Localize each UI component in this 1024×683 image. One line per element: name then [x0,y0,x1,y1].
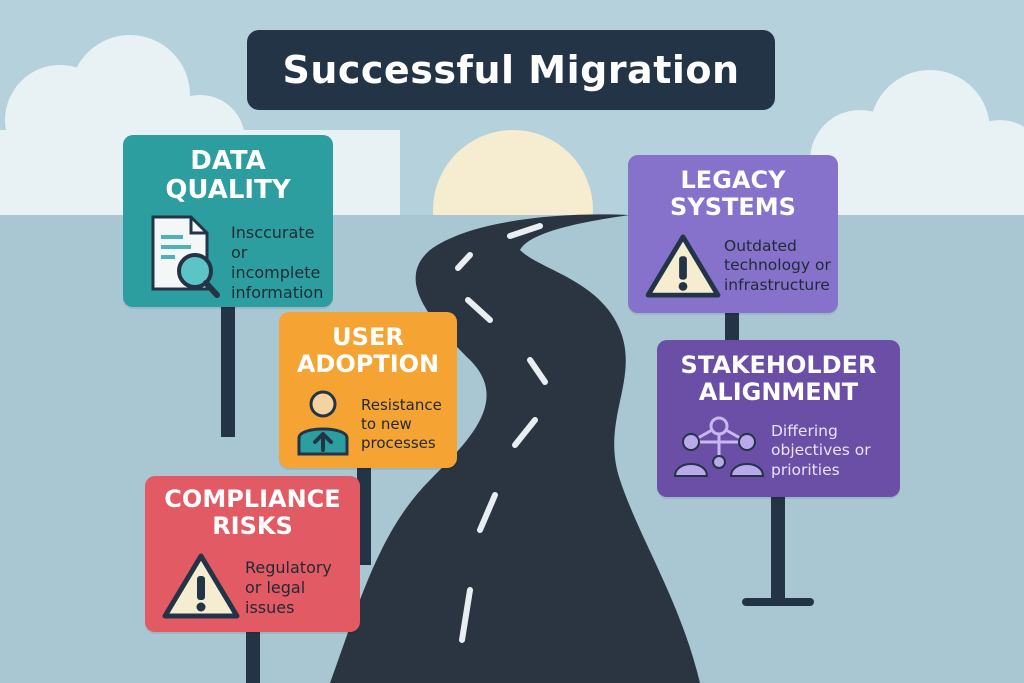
sign-heading: DATA QUALITY [123,146,333,206]
sign-legacy-systems: LEGACY SYSTEMS Outdated technology or in… [628,155,838,313]
heading-line: RISKS [212,511,293,540]
heading-line: STAKEHOLDER [680,351,877,379]
sign-heading: COMPLIANCE RISKS [145,486,360,540]
post-base-stakeholder [742,598,814,606]
post-legacy-systems [725,310,739,340]
heading-line: SYSTEMS [670,192,796,221]
post-data-quality [221,305,235,437]
page-title: Successful Migration [247,30,775,110]
desc-line: Outdated [724,237,797,255]
post-stakeholder-alignment [771,495,785,603]
desc-line: priorities [771,460,840,479]
road [330,214,700,683]
desc-line: Resistance [361,396,442,414]
desc-line: issues [245,598,295,617]
desc-line: processes [361,433,436,452]
sign-description: Outdated technology or infrastructure [724,237,831,295]
sign-heading: LEGACY SYSTEMS [628,167,838,221]
desc-line: to new [361,414,412,433]
post-user-adoption [357,465,371,565]
team-network-icon [673,416,765,477]
desc-line: information [231,283,324,302]
sign-description: Insccurate or incomplete information [231,223,333,303]
sign-heading: STAKEHOLDER ALIGNMENT [657,352,900,406]
document-magnifier-icon [151,215,220,298]
heading-line: ALIGNMENT [698,377,859,406]
post-compliance-risks [246,630,260,683]
sign-user-adoption: USER ADOPTION Resistance to new processe… [279,312,457,468]
sign-compliance-risks: COMPLIANCE RISKS Regulatory or legal iss… [145,476,360,632]
lane-markings [455,223,548,643]
desc-line: technology or [724,256,831,275]
desc-line: Differing [771,422,838,440]
heading-line: QUALITY [165,175,291,206]
heading-line: COMPLIANCE [164,485,341,513]
sign-description: Resistance to new processes [361,396,442,452]
heading-line: LEGACY [680,166,786,194]
heading-line: DATA [190,146,266,176]
sign-description: Regulatory or legal issues [245,558,332,618]
user-upload-icon [297,390,349,456]
desc-line: Regulatory [245,558,332,577]
sign-heading: USER ADOPTION [279,324,457,378]
desc-line: infrastructure [724,275,830,294]
sign-data-quality: DATA QUALITY Insccurate or incomplete in… [123,135,333,307]
heading-line: USER [332,323,404,351]
sign-stakeholder-alignment: STAKEHOLDER ALIGNMENT Differing objectiv… [657,340,900,497]
warning-icon [162,553,240,619]
warning-icon [645,234,721,298]
desc-line: objectives or [771,441,871,460]
sign-description: Differing objectives or priorities [771,422,871,480]
desc-line: Insccurate [231,223,315,242]
desc-line: or legal [245,578,306,597]
desc-line: or incomplete [231,243,321,282]
heading-line: ADOPTION [296,349,440,378]
